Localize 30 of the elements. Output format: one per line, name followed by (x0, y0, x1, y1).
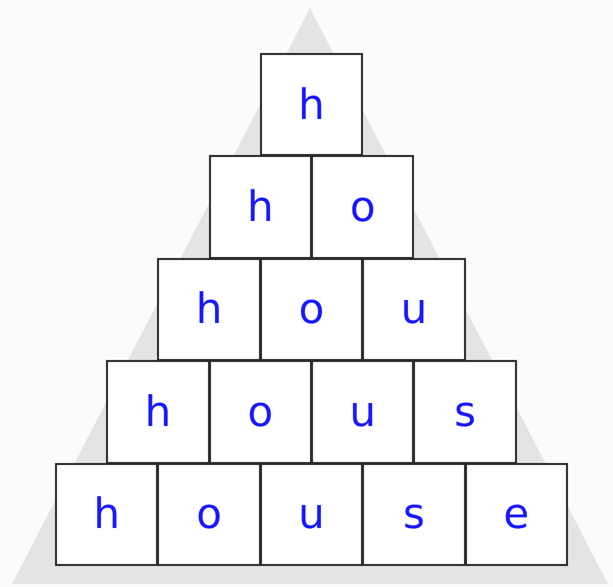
letter: h (298, 84, 325, 126)
letter-tile (106, 360, 210, 464)
letter-tile (208, 360, 312, 464)
letter: o (350, 186, 376, 228)
letter: h (144, 390, 172, 433)
letter: s (402, 493, 425, 536)
letter-tile (157, 258, 261, 362)
letter-tile (413, 360, 517, 464)
letter: u (298, 493, 325, 536)
letter-tile (311, 360, 414, 464)
letter-tile (208, 155, 312, 259)
letter: h (93, 493, 120, 536)
letter-tile (55, 462, 158, 566)
letter: o (298, 288, 324, 330)
letter: s (454, 390, 476, 433)
letter-tile (260, 53, 364, 156)
letter: o (196, 493, 222, 536)
letter: u (349, 390, 376, 433)
letter: h (196, 288, 222, 330)
letter-tile (260, 258, 364, 362)
letter-tile (362, 462, 466, 566)
letter-tile (464, 462, 568, 566)
letter: h (246, 186, 274, 228)
letter-tile (157, 462, 261, 566)
letter: e (503, 493, 530, 536)
letter-tile (362, 258, 466, 362)
letter-tile (260, 462, 364, 566)
letter: u (400, 288, 428, 330)
letter: o (247, 390, 274, 433)
letter-tile (311, 155, 414, 259)
